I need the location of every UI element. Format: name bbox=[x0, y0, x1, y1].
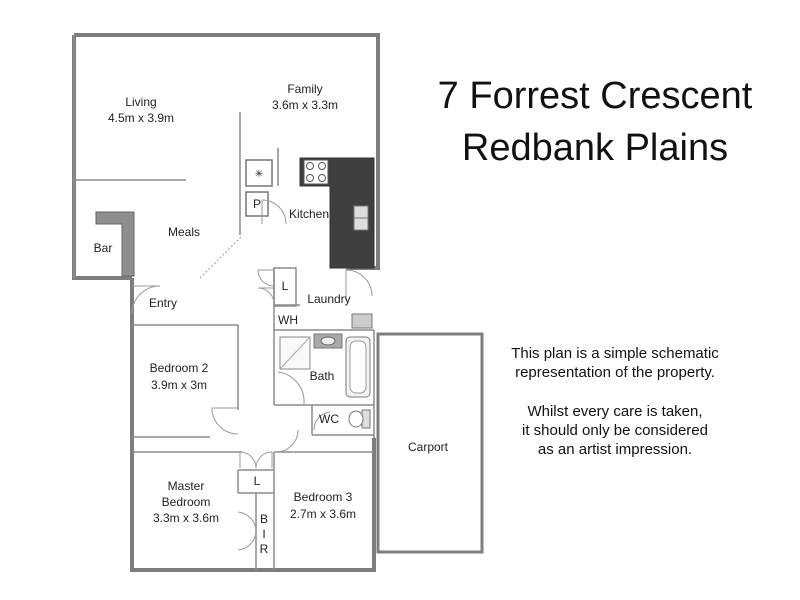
kitchen-label: Kitchen bbox=[289, 207, 329, 221]
bath-label: Bath bbox=[310, 369, 335, 383]
bedroom3-label: Bedroom 3 bbox=[294, 490, 353, 504]
living-dimensions: 4.5m x 3.9m bbox=[108, 111, 174, 125]
bir-label-b: B bbox=[260, 512, 268, 526]
entry-label: Entry bbox=[149, 296, 177, 310]
carport-label: Carport bbox=[408, 440, 449, 454]
room-labels: Living 4.5m x 3.9m Family 3.6m x 3.3m Me… bbox=[94, 82, 449, 556]
laundry-label: Laundry bbox=[307, 292, 350, 306]
bir-label-r: R bbox=[260, 542, 269, 556]
wh-label: WH bbox=[278, 313, 298, 327]
svg-text:✳: ✳ bbox=[255, 169, 263, 180]
note-line-1: This plan is a simple schematic bbox=[511, 345, 719, 362]
laundry-tub bbox=[351, 313, 373, 329]
master-dimensions: 3.3m x 3.6m bbox=[153, 511, 219, 525]
master-label-line1: Master bbox=[168, 479, 205, 493]
kitchen-bench bbox=[299, 157, 375, 269]
interior-walls bbox=[74, 112, 375, 570]
note-line-4: it should only be considered bbox=[522, 422, 708, 439]
door-swings bbox=[131, 199, 373, 551]
linen-upper-label: L bbox=[282, 279, 289, 293]
carport-outline bbox=[376, 332, 484, 554]
title-address-line: 7 Forrest Crescent bbox=[437, 75, 753, 117]
wc-label: WC bbox=[319, 412, 339, 426]
note-line-2: representation of the property. bbox=[515, 364, 715, 381]
family-dimensions: 3.6m x 3.3m bbox=[272, 98, 338, 112]
linen-lower-label: L bbox=[254, 474, 261, 488]
stovetop bbox=[303, 159, 329, 185]
title-suburb-line: Redbank Plains bbox=[461, 127, 729, 169]
family-label: Family bbox=[287, 82, 322, 96]
meals-label: Meals bbox=[168, 225, 200, 239]
bedroom3-dimensions: 2.7m x 3.6m bbox=[290, 507, 356, 521]
bedroom2-label: Bedroom 2 bbox=[150, 361, 209, 375]
bar-counter bbox=[95, 211, 135, 277]
pantry-label: P bbox=[253, 197, 261, 211]
bir-label-i: I bbox=[262, 527, 265, 541]
bedroom2-dimensions: 3.9m x 3m bbox=[151, 378, 207, 392]
note-line-5: as an artist impression. bbox=[537, 441, 693, 458]
note-line-3: Whilst every care is taken, bbox=[527, 403, 703, 420]
living-label: Living bbox=[125, 95, 156, 109]
fridge-box bbox=[245, 159, 273, 187]
bar-label: Bar bbox=[94, 241, 113, 255]
master-label-line2: Bedroom bbox=[162, 495, 211, 509]
